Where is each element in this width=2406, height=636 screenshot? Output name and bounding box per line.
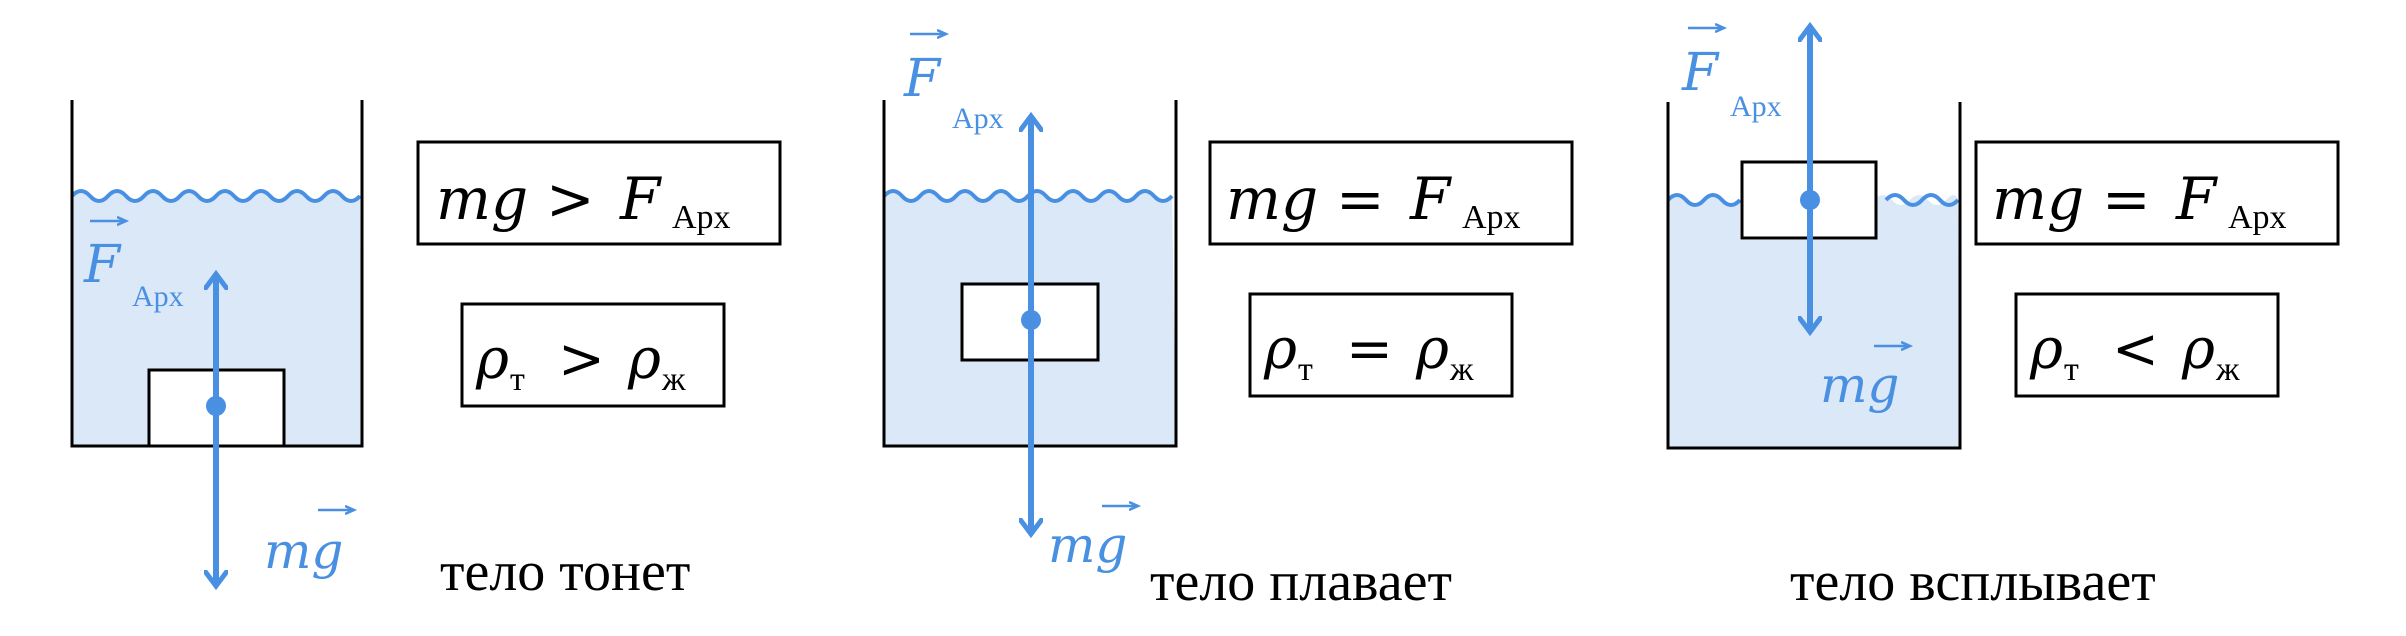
density-operator: = (1346, 317, 1393, 382)
center-of-mass (206, 396, 226, 416)
density-operator: > (558, 327, 605, 392)
panel-floats: F Арх mg mg = F Арх ρ т = ρ ж тело плава… (882, 34, 1574, 613)
density-rhs-subscript: ж (661, 361, 686, 398)
water-surface-wave-left (1666, 193, 1742, 207)
panel-caption: тело всплывает (1790, 551, 2156, 613)
relation-rhs-subscript: Арх (2228, 199, 2287, 236)
relation-rhs-subscript: Арх (672, 199, 731, 236)
relation-lhs: mg (436, 165, 528, 233)
relation-lhs: mg (1992, 165, 2084, 233)
gravity-force-label: mg (1820, 346, 1908, 414)
buoyant-force-label: F Арх (83, 221, 184, 313)
center-of-mass (1800, 190, 1820, 210)
density-rhs: ρ (627, 327, 661, 392)
density-relation-box: ρ т < ρ ж (2014, 292, 2280, 398)
density-lhs: ρ (2029, 317, 2063, 382)
center-of-mass (1021, 310, 1041, 330)
density-rhs-subscript: ж (1449, 351, 1474, 388)
density-lhs-subscript: т (2064, 351, 2079, 388)
relation-rhs: F (619, 165, 662, 233)
force-relation-box: mg = F Арх (1208, 140, 1574, 246)
buoyant-force-label: F Арх (903, 34, 1004, 135)
gravity-symbol: mg (264, 522, 343, 580)
force-relation-box: mg = F Арх (1974, 140, 2340, 246)
force-subscript: Арх (952, 102, 1004, 135)
force-subscript: Арх (132, 280, 184, 313)
density-lhs: ρ (475, 327, 509, 392)
gravity-symbol: mg (1048, 516, 1127, 574)
density-lhs-subscript: т (1298, 351, 1313, 388)
relation-operator: > (546, 165, 595, 233)
force-symbol: F (903, 49, 942, 109)
density-operator: < (2112, 317, 2159, 382)
force-symbol: F (83, 235, 122, 295)
density-lhs: ρ (1263, 317, 1297, 382)
density-relation-box: ρ т > ρ ж (460, 302, 726, 408)
relation-operator: = (1336, 165, 1385, 233)
force-subscript: Арх (1730, 90, 1782, 123)
panel-caption: тело плавает (1150, 551, 1452, 613)
relation-lhs: mg (1226, 165, 1318, 233)
gravity-symbol: mg (1820, 356, 1899, 414)
panel-caption: тело тонет (440, 541, 690, 603)
buoyant-force-label: F Арх (1681, 28, 1782, 123)
water-surface-wave (70, 189, 362, 203)
relation-rhs-subscript: Арх (1462, 199, 1521, 236)
relation-operator: = (2102, 165, 2151, 233)
relation-rhs: F (1409, 165, 1452, 233)
gravity-force-label: mg (1048, 506, 1136, 574)
density-rhs: ρ (1415, 317, 1449, 382)
density-relation-box: ρ т = ρ ж (1248, 292, 1514, 398)
gravity-force-label: mg (264, 510, 352, 580)
density-lhs-subscript: т (510, 361, 525, 398)
vessel (1666, 102, 1962, 450)
panel-sinks: F Арх mg mg > F Арх ρ т > ρ ж тело тонет (70, 100, 782, 603)
density-rhs: ρ (2181, 317, 2215, 382)
panel-rises: F Арх mg mg = F Арх ρ т < ρ ж тело всплы… (1666, 28, 2340, 613)
density-rhs-subscript: ж (2215, 351, 2240, 388)
relation-rhs: F (2175, 165, 2218, 233)
force-symbol: F (1681, 43, 1720, 103)
vessel-walls (1666, 102, 1962, 450)
force-relation-box: mg > F Арх (416, 140, 782, 246)
water-surface-wave-right (1884, 193, 1960, 207)
